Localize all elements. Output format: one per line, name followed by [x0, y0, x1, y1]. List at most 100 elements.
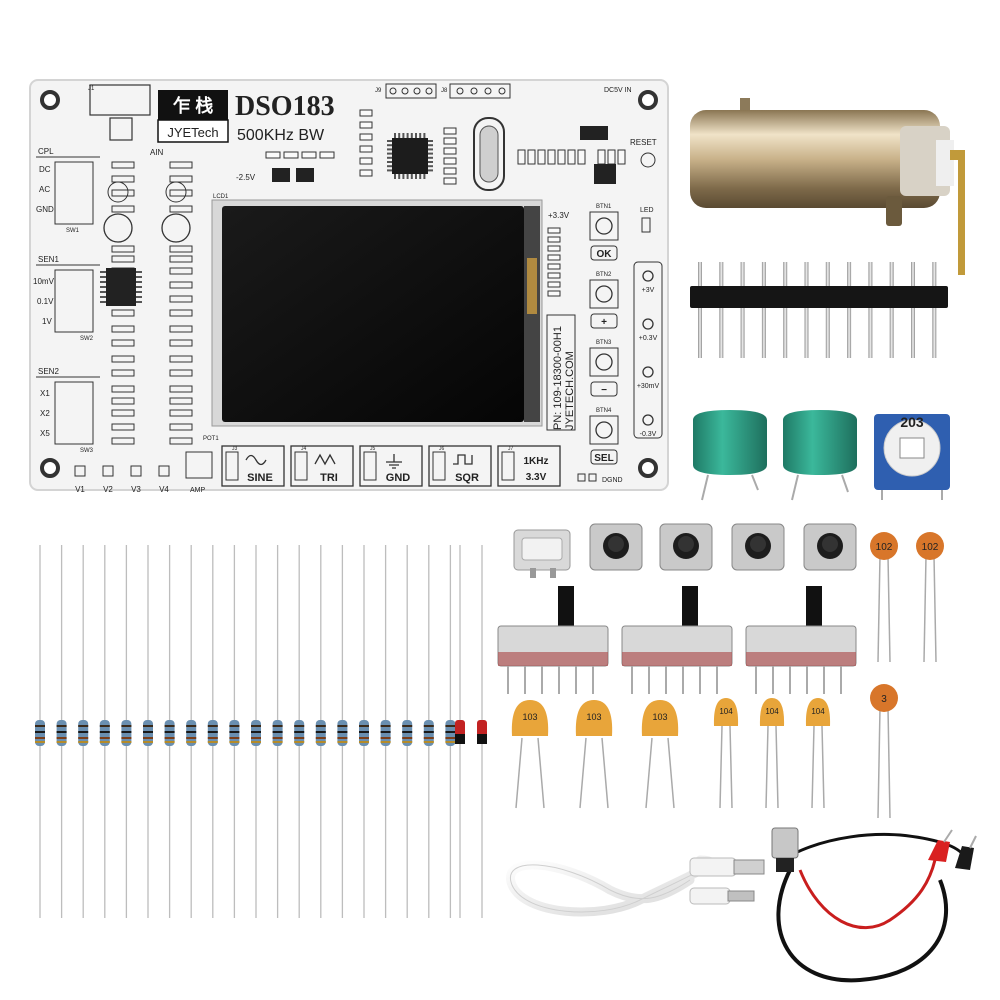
resistor-footprint: [111, 245, 135, 253]
header-pad: [484, 87, 492, 95]
signal-label: SINE: [247, 472, 273, 484]
smd-ic: [580, 126, 608, 140]
resistor-band: [78, 725, 89, 727]
resistor-band: [380, 731, 391, 733]
resistor-band: [121, 725, 132, 727]
signal-output-box: [497, 445, 561, 487]
resistor-band: [337, 741, 348, 743]
waveform-glyph: [453, 454, 473, 465]
resistor-band: [359, 737, 369, 739]
tact-button-footprint: [589, 279, 619, 309]
resistor-band: [272, 731, 283, 733]
ic-pin: [428, 161, 433, 163]
ic-pin: [428, 165, 433, 168]
ic-pin: [428, 144, 433, 147]
trimmer-cap-c5: [103, 213, 133, 243]
dc-input-label: DC5V IN: [604, 87, 632, 94]
tantalum-capacitor: [713, 698, 739, 726]
header-pin: [761, 262, 766, 358]
mounting-holes: [40, 90, 658, 478]
smd-resistor: [547, 290, 561, 297]
resistor-footprint: [111, 369, 135, 377]
resistor-footprint: [169, 281, 193, 289]
ic-pin: [136, 296, 142, 298]
capacitor-lead: [821, 725, 825, 809]
ceramic-capacitor: [870, 532, 898, 560]
slide-switch-base: [498, 652, 608, 666]
ic-pin: [136, 281, 142, 283]
ic-pin: [136, 276, 142, 278]
resistor-band: [251, 725, 261, 727]
smd-ic: [272, 168, 290, 182]
slide-switch-set: [497, 586, 857, 694]
resistor-set: [35, 545, 456, 918]
capacitor-code: 102: [922, 542, 939, 553]
capacitor-code: 104: [765, 707, 779, 716]
part-number: PN: 109-18300-00H1 JYETECH.COM: [552, 326, 576, 430]
capacitor-code: 103: [586, 712, 601, 722]
ic-pin: [387, 140, 392, 142]
header-pad: [498, 87, 506, 95]
resistor-band: [78, 741, 89, 743]
header-pad: [470, 87, 478, 95]
resistor-band: [229, 737, 240, 739]
capacitor-lead: [887, 707, 891, 819]
resistor-footprint: [111, 423, 135, 431]
smd-resistor: [547, 254, 561, 261]
resistor-band: [56, 737, 67, 739]
smd-part: [359, 169, 373, 177]
ceramic-capacitor: [870, 684, 898, 712]
svg-text:DC: DC: [39, 165, 51, 174]
resistor-footprint: [111, 175, 135, 183]
voltage-label: V1: [75, 485, 85, 494]
resistor-band: [143, 737, 153, 739]
svg-text:X1: X1: [40, 389, 50, 398]
resistor-band: [186, 737, 197, 739]
ic-pin: [136, 271, 142, 273]
svg-text:10mV: 10mV: [33, 277, 55, 286]
ic-pin: [100, 291, 106, 293]
capacitor-lead: [811, 725, 815, 809]
tact-button-footprint: [589, 211, 619, 241]
test-point-label: +30mV: [637, 383, 660, 390]
resistor-footprint: [169, 189, 193, 197]
svg-text:X2: X2: [40, 409, 50, 418]
ic-pin: [415, 174, 417, 179]
ic-pin: [419, 133, 422, 138]
resistor-band: [315, 737, 326, 739]
button-label-box: [590, 449, 618, 465]
signal-label: GND: [386, 472, 411, 484]
ic-pin: [428, 169, 433, 172]
smd-part: [301, 151, 317, 159]
resistor-band: [229, 741, 240, 743]
slide-switch-base: [622, 652, 732, 666]
waveform-glyph: [386, 454, 402, 469]
resistor-band: [380, 725, 391, 727]
ic-pin: [387, 144, 392, 147]
tantalum-capacitor: [759, 698, 785, 726]
ic-pin: [387, 156, 392, 159]
resistor-band: [337, 725, 348, 727]
test-point: [642, 414, 654, 426]
green-capacitor-1: [693, 410, 767, 501]
ain-label: AIN: [150, 148, 164, 157]
resistor-footprint: [169, 339, 193, 347]
ic-pin: [402, 133, 405, 138]
resistor-band: [99, 725, 110, 727]
resistor-footprint: [111, 397, 135, 405]
resistor-band: [143, 741, 153, 743]
ic-pin: [100, 286, 106, 288]
smd-part: [359, 145, 373, 153]
button-ring: [595, 421, 613, 439]
header-pad: [401, 87, 409, 95]
button-label: SEL: [594, 453, 613, 464]
ic-pin: [428, 156, 433, 159]
smd-part: [547, 149, 556, 165]
dso183-pcb: 乍 栈 JYETech DSO183 500KHz BW J1 AIN CPL …: [29, 79, 669, 494]
tact-button-footprint: [589, 415, 619, 445]
resistor-band: [445, 725, 456, 727]
sen2-switch-block: SEN2 X1 X2 X5 SW3: [36, 367, 100, 454]
resistor-band: [229, 725, 240, 727]
resistor-band: [423, 741, 434, 743]
slide-switch-actuator: [806, 586, 822, 628]
